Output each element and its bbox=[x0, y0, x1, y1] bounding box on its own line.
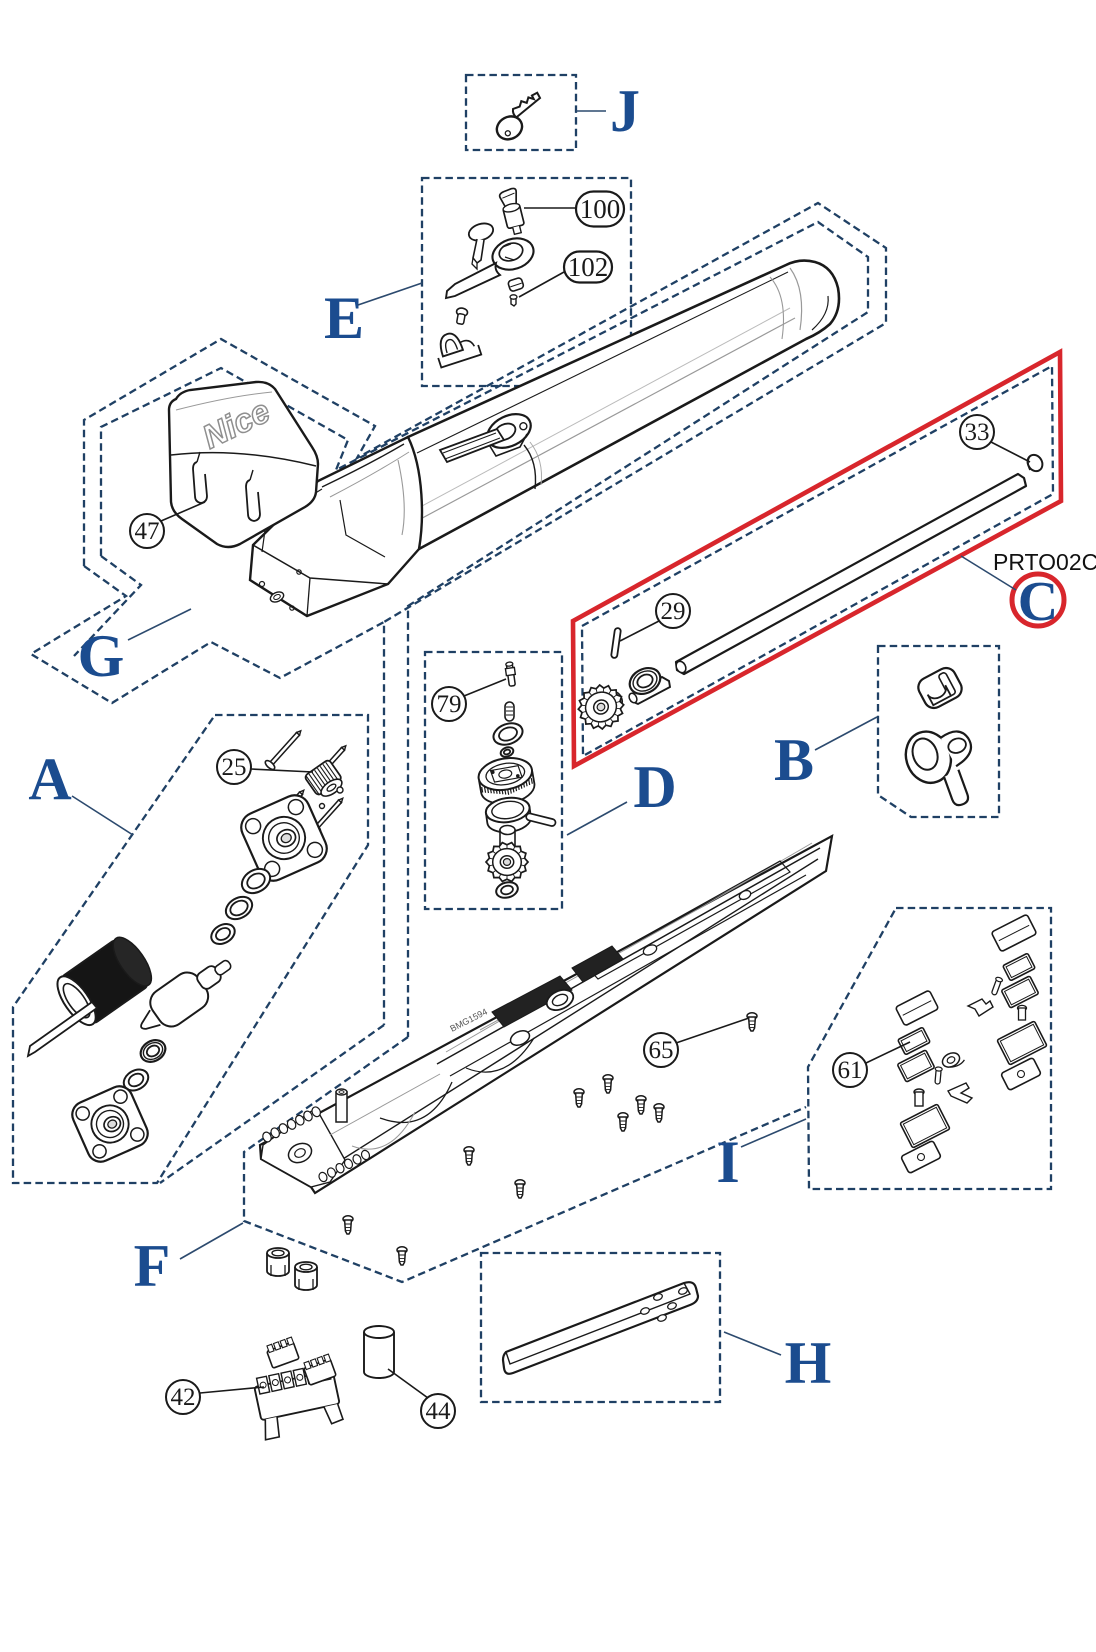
svg-text:H: H bbox=[785, 1330, 832, 1396]
svg-text:100: 100 bbox=[580, 194, 621, 224]
svg-text:A: A bbox=[28, 746, 71, 812]
svg-text:E: E bbox=[324, 285, 364, 351]
svg-text:47: 47 bbox=[135, 518, 160, 545]
svg-text:D: D bbox=[633, 754, 676, 820]
svg-text:102: 102 bbox=[568, 252, 609, 282]
svg-text:65: 65 bbox=[649, 1037, 674, 1064]
svg-text:F: F bbox=[134, 1233, 171, 1299]
svg-text:42: 42 bbox=[171, 1384, 196, 1411]
svg-text:PRTO02C: PRTO02C bbox=[993, 549, 1096, 575]
svg-text:29: 29 bbox=[661, 598, 686, 625]
svg-text:B: B bbox=[774, 727, 814, 793]
svg-text:I: I bbox=[716, 1129, 739, 1195]
svg-text:25: 25 bbox=[222, 754, 247, 781]
svg-text:44: 44 bbox=[426, 1398, 452, 1425]
svg-text:61: 61 bbox=[838, 1057, 863, 1084]
svg-text:33: 33 bbox=[965, 419, 990, 446]
svg-text:J: J bbox=[610, 78, 640, 144]
svg-text:C: C bbox=[1018, 571, 1058, 633]
svg-text:G: G bbox=[78, 623, 125, 689]
svg-text:79: 79 bbox=[437, 691, 462, 718]
